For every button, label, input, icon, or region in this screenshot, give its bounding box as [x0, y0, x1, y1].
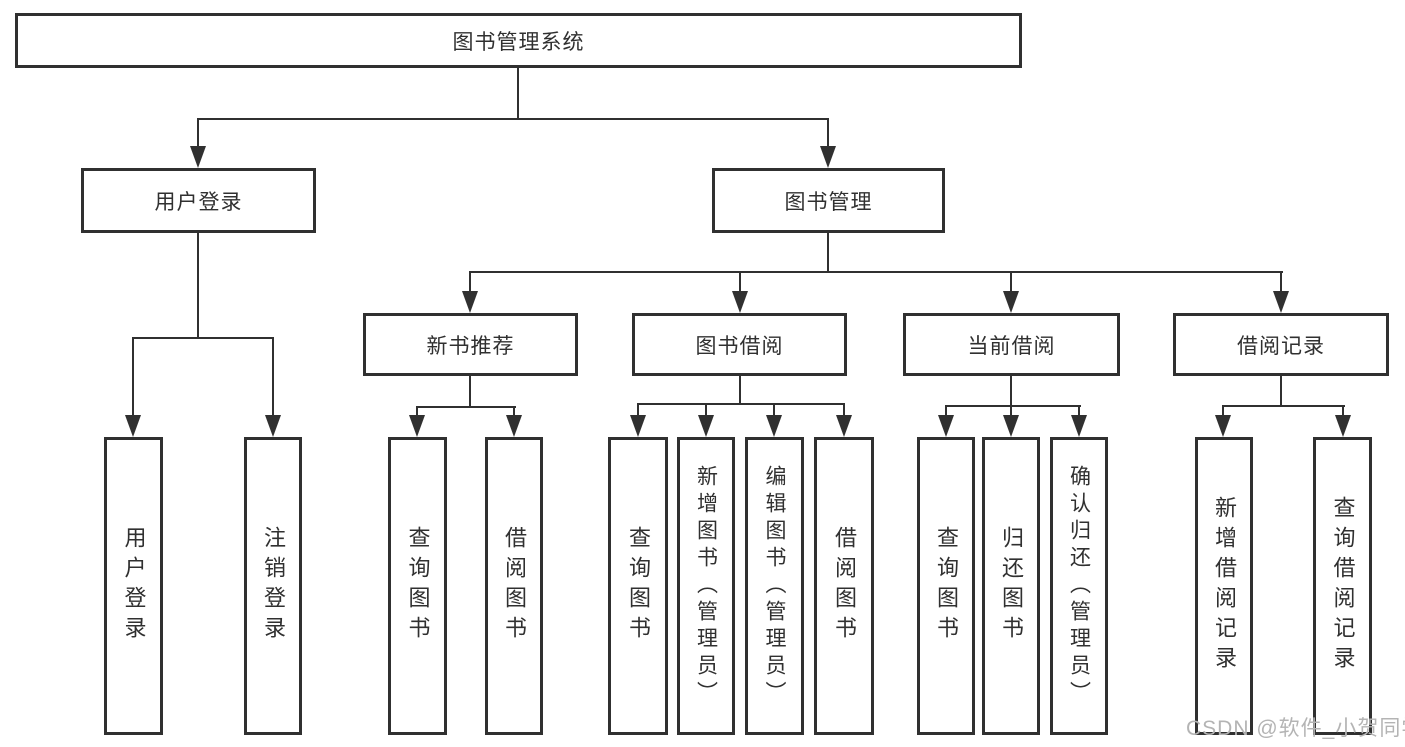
node-new-book-recommend: 新书推荐 — [363, 313, 578, 376]
arrow-to-nb-query-books — [409, 415, 425, 437]
node-user-login: 用户登录 — [81, 168, 316, 233]
connector-br-stem-1 — [1222, 405, 1224, 417]
connector-bb-hline — [637, 403, 845, 405]
arrow-to-book-borrow — [732, 291, 748, 313]
connector-bb-stem-2 — [705, 403, 707, 417]
leaf-user-login: 用户登录 — [104, 437, 163, 735]
connector-user-login-stem-2 — [272, 337, 274, 417]
connector-root-stem-right — [827, 118, 829, 148]
connector-nb-vline — [469, 376, 471, 408]
node-borrow-records-label: 借阅记录 — [1237, 334, 1325, 358]
connector-book-mgmt-hline — [469, 271, 1283, 273]
connector-cb-stem-2 — [1010, 405, 1012, 417]
leaf-logout-label: 注销登录 — [261, 526, 286, 646]
arrow-to-bb-query-books — [630, 415, 646, 437]
connector-bb-stem-3 — [773, 403, 775, 417]
leaf-bb-query-books: 查询图书 — [608, 437, 668, 735]
arrow-to-current-borrow — [1003, 291, 1019, 313]
leaf-bb-edit-books-admin-label: 编辑图书（管理员） — [763, 464, 786, 708]
leaf-bb-add-books-admin-label: 新增图书（管理员） — [694, 464, 718, 708]
leaf-br-add-record: 新增借阅记录 — [1195, 437, 1253, 735]
leaf-nb-query-books: 查询图书 — [388, 437, 447, 735]
connector-book-mgmt-stem-4 — [1280, 271, 1282, 293]
arrow-to-br-add-record — [1215, 415, 1231, 437]
arrow-to-nb-borrow-books — [506, 415, 522, 437]
leaf-bb-add-books-admin: 新增图书（管理员） — [677, 437, 735, 735]
connector-cb-hline — [945, 405, 1081, 407]
arrow-to-cb-confirm-return — [1071, 415, 1087, 437]
arrow-to-br-query-record — [1335, 415, 1351, 437]
connector-bb-stem-4 — [843, 403, 845, 417]
connector-nb-hline — [416, 406, 516, 408]
connector-root-vline — [517, 68, 519, 118]
connector-root-stem-left — [197, 118, 199, 148]
leaf-bb-edit-books-admin: 编辑图书（管理员） — [745, 437, 804, 735]
leaf-nb-query-books-label: 查询图书 — [405, 526, 431, 646]
connector-br-vline — [1280, 376, 1282, 407]
connector-br-stem-2 — [1342, 405, 1344, 417]
leaf-nb-borrow-books: 借阅图书 — [485, 437, 543, 735]
arrow-to-user-login — [190, 146, 206, 168]
leaf-br-query-record: 查询借阅记录 — [1313, 437, 1372, 735]
connector-user-login-vline — [197, 233, 199, 337]
node-new-book-recommend-label: 新书推荐 — [426, 334, 515, 358]
leaf-cb-return-books-label: 归还图书 — [999, 526, 1024, 646]
leaf-bb-borrow-books: 借阅图书 — [814, 437, 874, 735]
arrow-to-book-management — [820, 146, 836, 168]
arrow-to-bb-add-books — [698, 415, 714, 437]
leaf-cb-return-books: 归还图书 — [982, 437, 1040, 735]
node-root-label: 图书管理系统 — [452, 30, 585, 54]
arrow-to-bb-borrow-books — [836, 415, 852, 437]
node-user-login-label: 用户登录 — [154, 190, 243, 214]
arrow-to-bb-edit-books — [766, 415, 782, 437]
leaf-br-add-record-label: 新增借阅记录 — [1212, 496, 1237, 676]
leaf-cb-confirm-return-admin-label: 确认归还（管理员） — [1067, 464, 1091, 708]
arrow-to-new-book-recommend — [462, 291, 478, 313]
connector-user-login-hline — [132, 337, 274, 339]
arrow-to-cb-return-books — [1003, 415, 1019, 437]
leaf-logout: 注销登录 — [244, 437, 302, 735]
leaf-cb-query-books-label: 查询图书 — [934, 526, 959, 646]
leaf-cb-query-books: 查询图书 — [917, 437, 975, 735]
csdn-watermark-text: CSDN @软件_小贺同学 — [1186, 717, 1405, 740]
leaf-bb-borrow-books-label: 借阅图书 — [832, 526, 857, 646]
leaf-user-login-label: 用户登录 — [121, 526, 147, 646]
connector-book-mgmt-stem-1 — [469, 271, 471, 293]
leaf-bb-query-books-label: 查询图书 — [626, 526, 651, 646]
connector-book-mgmt-stem-2 — [739, 271, 741, 293]
connector-cb-stem-1 — [945, 405, 947, 417]
connector-user-login-stem-1 — [132, 337, 134, 417]
node-current-borrow-label: 当前借阅 — [967, 334, 1056, 358]
connector-nb-stem-2 — [513, 406, 515, 417]
node-book-management: 图书管理 — [712, 168, 945, 233]
connector-nb-stem-1 — [416, 406, 418, 417]
connector-book-mgmt-vline — [827, 233, 829, 273]
node-current-borrow: 当前借阅 — [903, 313, 1120, 376]
connector-root-hline — [197, 118, 829, 120]
node-book-borrow: 图书借阅 — [632, 313, 847, 376]
connector-bb-stem-1 — [637, 403, 639, 417]
csdn-watermark: CSDN @软件_小贺同学 — [1186, 712, 1405, 742]
arrow-to-cb-query-books — [938, 415, 954, 437]
connector-book-mgmt-stem-3 — [1010, 271, 1012, 293]
leaf-br-query-record-label: 查询借阅记录 — [1330, 496, 1356, 676]
connector-br-hline — [1222, 405, 1345, 407]
arrow-to-leaf-logout — [265, 415, 281, 437]
node-book-borrow-label: 图书借阅 — [695, 334, 784, 358]
node-borrow-records: 借阅记录 — [1173, 313, 1389, 376]
node-book-management-label: 图书管理 — [784, 190, 873, 214]
leaf-nb-borrow-books-label: 借阅图书 — [502, 526, 527, 646]
leaf-cb-confirm-return-admin: 确认归还（管理员） — [1050, 437, 1108, 735]
connector-cb-vline — [1010, 376, 1012, 407]
node-root: 图书管理系统 — [15, 13, 1022, 68]
connector-cb-stem-3 — [1078, 405, 1080, 417]
arrow-to-borrow-records — [1273, 291, 1289, 313]
arrow-to-leaf-user-login — [125, 415, 141, 437]
connector-bb-vline — [739, 376, 741, 405]
